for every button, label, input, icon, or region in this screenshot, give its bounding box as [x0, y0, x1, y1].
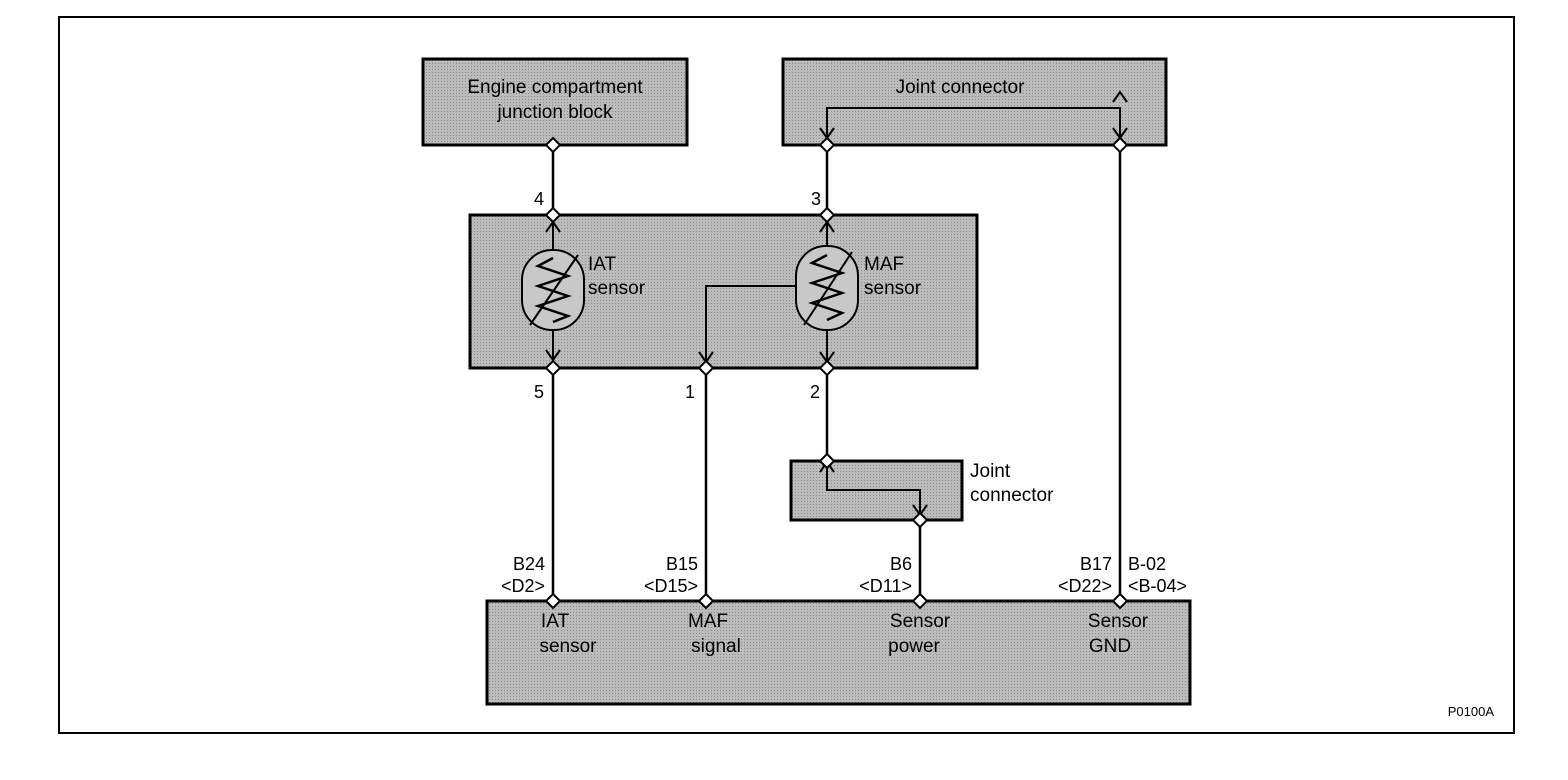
- joint-connector-top-label: Joint connector: [896, 77, 1026, 98]
- junction-block-label-line2: junction block: [496, 102, 613, 123]
- iat-sensor-element: [521, 215, 585, 368]
- pin-number-5: 5: [534, 382, 544, 402]
- ecm-label-gnd-line2: GND: [1089, 636, 1131, 657]
- connector-diamond: [818, 359, 836, 377]
- ecm-label-maf-line2: signal: [691, 636, 741, 657]
- maf-sensor-element: [698, 215, 859, 368]
- ecm-label-maf-line1: MAF: [688, 611, 728, 632]
- diagram-frame: [58, 16, 1515, 734]
- ecm-pin-code-b02: B-02: [1128, 554, 1166, 574]
- ecm-label-power-line2: power: [888, 636, 940, 657]
- pin-number-3: 3: [811, 189, 821, 209]
- connector-diamond: [818, 206, 836, 224]
- ecm-label-power-line1: Sensor: [890, 611, 951, 632]
- ecm-pin-code-b24: B24: [513, 554, 545, 574]
- connector-diamond: [818, 452, 836, 470]
- iat-sensor-label-line2: sensor: [588, 278, 646, 299]
- connector-diamond: [818, 136, 836, 154]
- ecm-block: [485, 599, 1192, 706]
- ecm-label-iat-line1: IAT: [541, 611, 570, 632]
- iat-sensor-label-line1: IAT: [588, 254, 617, 275]
- figure-id: P0100A: [1448, 704, 1495, 719]
- maf-sensor-label-line1: MAF: [864, 254, 904, 275]
- connector-diamond: [911, 511, 929, 529]
- wires: [551, 145, 1122, 601]
- ecm-pin-alt-d11: <D11>: [859, 576, 912, 596]
- ecm-label-iat-line2: sensor: [539, 636, 597, 657]
- pin-number-1: 1: [685, 382, 695, 402]
- ecm-pin-code-b6: B6: [890, 554, 912, 574]
- joint-connector-small-label-line2: connector: [970, 485, 1054, 506]
- pin-number-2: 2: [810, 382, 820, 402]
- pin-number-4: 4: [534, 189, 544, 209]
- connector-diamond: [544, 592, 562, 610]
- ecm-pin-code-b17: B17: [1080, 554, 1112, 574]
- ecm-pin-alt-d22: <D22>: [1058, 576, 1112, 596]
- connector-diamond: [697, 359, 715, 377]
- junction-block-label-line1: Engine compartment: [467, 77, 643, 98]
- connector-diamond: [1111, 136, 1129, 154]
- maf-sensor-label-line2: sensor: [864, 278, 922, 299]
- connector-diamond: [544, 359, 562, 377]
- ecm-pin-alt-d2: <D2>: [501, 576, 545, 596]
- joint-connector-small-label-line1: Joint: [970, 461, 1011, 482]
- connector-diamonds: [544, 136, 1129, 610]
- ecm-pin-alt-d15: <D15>: [644, 576, 698, 596]
- connector-diamond: [911, 592, 929, 610]
- connector-diamond: [544, 206, 562, 224]
- joint-connector-small: [789, 459, 964, 522]
- connector-diamond: [697, 592, 715, 610]
- ecm-label-gnd-line1: Sensor: [1088, 611, 1149, 632]
- ecm-pin-code-b15: B15: [666, 554, 698, 574]
- ecm-pin-alt-b04: <B-04>: [1128, 576, 1187, 596]
- joint-connector-top: [781, 57, 1168, 147]
- connector-diamond: [544, 136, 562, 154]
- connector-diamond: [1111, 592, 1129, 610]
